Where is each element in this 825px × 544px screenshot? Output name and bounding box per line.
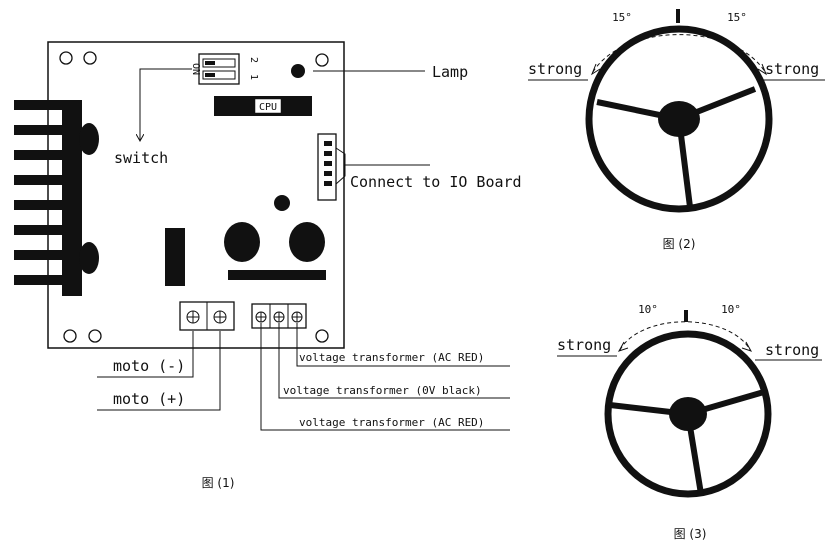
strong-left-2: strong (528, 60, 582, 78)
vt-0v-black-label: voltage transformer (0V black) (283, 384, 482, 397)
figure-2-wheel: 15° 15° strong strong 图 (2) (528, 9, 825, 251)
vt-ac-red-bottom-leader (260, 323, 510, 431)
switch-label: switch (114, 149, 168, 167)
wheel-rim-2 (585, 25, 773, 213)
figure-3-caption: 图 (3) (674, 527, 707, 541)
moto-plus-leader (97, 331, 221, 411)
center-mark-2 (676, 9, 680, 23)
figure-1-board: ON 2 1 Lamp switch CPU Connect to IO Boa… (14, 41, 522, 490)
figure-2-caption: 图 (2) (663, 237, 696, 251)
cpu-label: CPU (259, 102, 277, 113)
dip-on-label: ON (190, 63, 201, 75)
swing-arc-2 (592, 34, 766, 73)
lamp-led (291, 64, 305, 78)
capacitor-right (289, 222, 325, 262)
figure-1-caption: 图 (1) (202, 476, 235, 490)
heat-sink (14, 100, 99, 296)
pcb-outline (47, 41, 345, 349)
wheel-rim-3 (604, 330, 772, 498)
vt-ac-red-bottom-label: voltage transformer (AC RED) (299, 416, 484, 429)
strong-right-3: strong (765, 341, 819, 359)
center-mark-3 (684, 310, 688, 322)
mounting-holes (59, 51, 329, 343)
angle-right-2: 15° (727, 11, 747, 24)
figure-3-wheel: 10° 10° strong strong 图 (3) (557, 303, 822, 541)
relay-bar (228, 270, 326, 280)
small-capacitor (274, 195, 290, 211)
dip-1-label: 1 (248, 74, 259, 80)
vt-ac-red-top-label: voltage transformer (AC RED) (299, 351, 484, 364)
vt-ac-red-top-leader (296, 323, 510, 367)
wheel-hub-3 (669, 397, 707, 431)
moto-plus-label: moto (+) (113, 390, 185, 408)
switch-leader-arrow (140, 68, 192, 140)
strong-right-2: strong (765, 60, 819, 78)
angle-left-3: 10° (638, 303, 658, 316)
capacitor-left (224, 222, 260, 262)
power-resistor (165, 228, 185, 286)
moto-minus-leader (97, 331, 194, 378)
connect-io-label: Connect to IO Board (350, 173, 522, 191)
wheel-hub-2 (658, 101, 700, 137)
strong-left-3: strong (557, 336, 611, 354)
moto-minus-label: moto (-) (113, 357, 185, 375)
vt-0v-black-leader (278, 323, 510, 399)
dip-2-label: 2 (248, 57, 259, 63)
lamp-label: Lamp (432, 63, 468, 81)
angle-right-3: 10° (721, 303, 741, 316)
motor-terminal-block (179, 301, 235, 331)
dip-switch: ON 2 1 (190, 53, 259, 85)
io-connector (317, 133, 346, 201)
angle-left-2: 15° (612, 11, 632, 24)
